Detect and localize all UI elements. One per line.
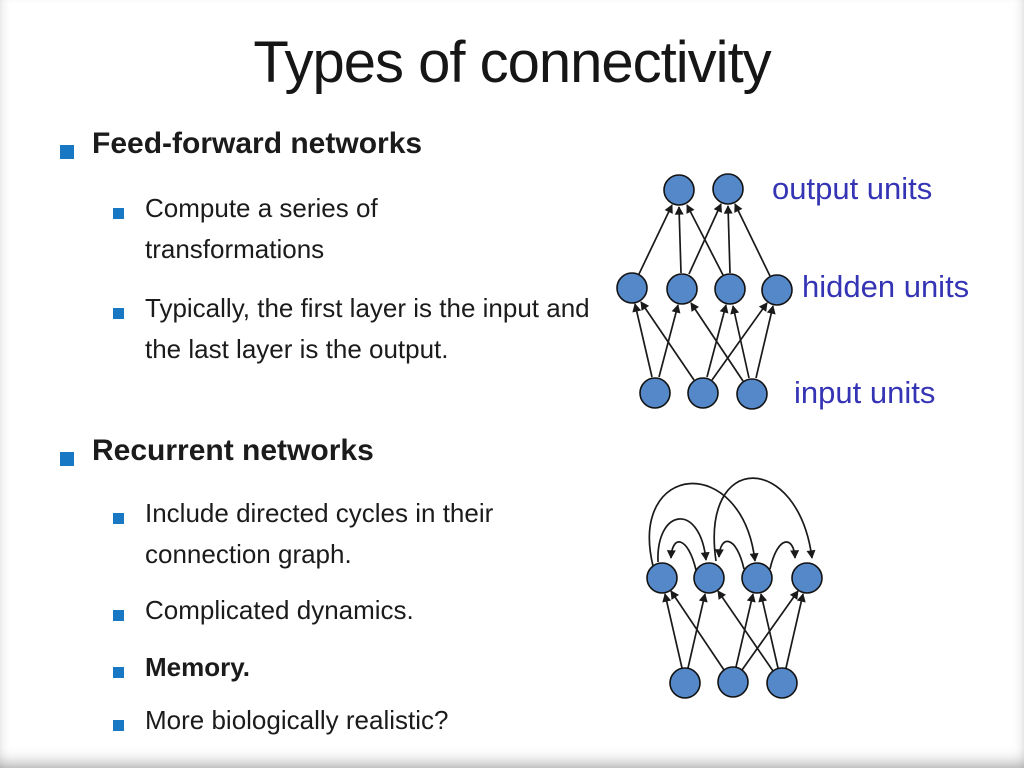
recurrent-node xyxy=(693,562,725,594)
bullet-item-typically: Typically, the first layer is the input … xyxy=(113,288,590,370)
bullet-square-icon xyxy=(60,452,74,466)
bullet-text: Typically, the first layer is the input … xyxy=(145,293,590,364)
input-node xyxy=(669,667,701,699)
input-node xyxy=(766,667,798,699)
recurrent-node xyxy=(791,562,823,594)
bullet-text: Complicated dynamics. xyxy=(145,595,414,625)
recurrent-cycle-arcs xyxy=(648,477,816,571)
bullet-text: Recurrent networks xyxy=(92,434,374,467)
bullet-item-compute: Compute a series of transformations xyxy=(113,188,430,270)
hidden-node xyxy=(761,274,793,306)
feedforward-nodes xyxy=(616,173,793,410)
recurrent-diagram xyxy=(646,477,823,699)
recurrent-nodes xyxy=(646,562,823,699)
recurrent-node xyxy=(646,562,678,594)
bullet-item-feed-forward: Feed-forward networks xyxy=(60,127,422,161)
bullet-item-biological: More biologically realistic? xyxy=(113,700,448,741)
input-node xyxy=(717,666,749,698)
bullet-square-icon xyxy=(113,308,124,319)
bullet-square-icon xyxy=(113,667,124,678)
bullet-text: More biologically realistic? xyxy=(145,705,449,735)
bullet-square-icon xyxy=(113,208,124,219)
input-node xyxy=(687,377,719,409)
hidden-node xyxy=(666,273,698,305)
bullet-square-icon xyxy=(60,145,74,159)
bullet-text: Feed-forward networks xyxy=(92,127,423,160)
output-node xyxy=(712,173,744,205)
bullet-item-cycles: Include directed cycles in their connect… xyxy=(113,493,615,575)
hidden-units-label: hidden units xyxy=(802,269,970,304)
output-units-label: output units xyxy=(772,171,933,206)
input-to-recurrent-arrows xyxy=(662,590,806,672)
bullet-item-memory: Memory. xyxy=(113,647,250,688)
bullet-text: Include directed cycles in their connect… xyxy=(145,498,494,569)
recurrent-node xyxy=(741,562,773,594)
input-units-label: input units xyxy=(794,375,936,410)
bullet-square-icon xyxy=(113,513,124,524)
bullet-text: Compute a series of transformations xyxy=(145,193,378,264)
hidden-node xyxy=(714,273,746,305)
input-node xyxy=(736,378,768,410)
output-node xyxy=(663,174,695,206)
feedforward-diagram xyxy=(616,173,793,410)
bullet-item-dynamics: Complicated dynamics. xyxy=(113,590,414,631)
input-to-hidden-arrows xyxy=(632,301,776,382)
bullet-square-icon xyxy=(113,720,124,731)
bullet-text: Memory. xyxy=(145,652,250,682)
bullet-square-icon xyxy=(113,610,124,621)
bullet-item-recurrent: Recurrent networks xyxy=(60,434,374,468)
input-node xyxy=(639,377,671,409)
page-title: Types of connectivity xyxy=(253,30,771,95)
hidden-to-output-arrows xyxy=(638,203,771,277)
hidden-node xyxy=(616,272,648,304)
